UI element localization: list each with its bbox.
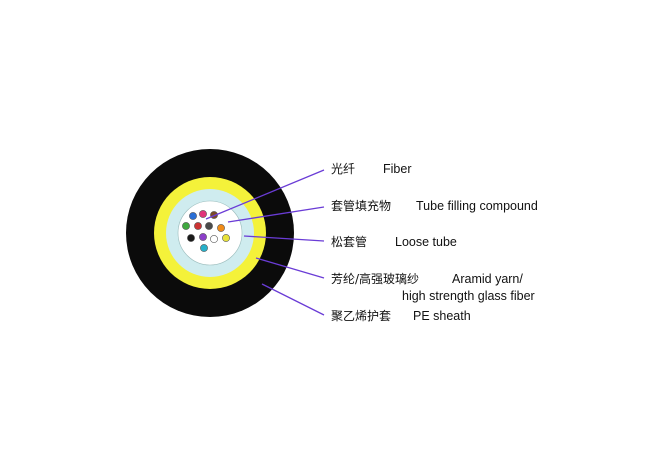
optical-fiber xyxy=(199,210,207,218)
optical-fiber xyxy=(187,234,195,242)
leader-sheath xyxy=(261,283,325,316)
optical-fiber xyxy=(205,222,213,230)
optical-fiber xyxy=(189,212,197,220)
label-tube-en: Loose tube xyxy=(395,235,457,249)
optical-fiber xyxy=(199,233,207,241)
label-filling-zh: 套管填充物 xyxy=(331,199,392,213)
label-sheath-en: PE sheath xyxy=(413,309,471,323)
label-filling-en: Tube filling compound xyxy=(416,199,538,213)
optical-fiber xyxy=(217,224,225,232)
label-aramid-en: Aramid yarn/ xyxy=(452,272,523,286)
leader-aramid xyxy=(255,257,325,279)
leader-filling xyxy=(227,206,325,223)
label-aramid-zh: 芳纶/高强玻璃纱 xyxy=(331,272,420,286)
label-aramid-en-line2: high strength glass fiber xyxy=(402,289,535,303)
optical-fiber xyxy=(182,222,190,230)
optical-fiber xyxy=(210,235,218,243)
label-fiber-en: Fiber xyxy=(383,162,412,176)
label-tube-zh: 松套管 xyxy=(331,235,368,249)
leader-fiber xyxy=(205,169,325,220)
tube-filling-compound xyxy=(177,200,243,266)
optical-fiber xyxy=(222,234,230,242)
optical-fiber xyxy=(194,222,202,230)
label-fiber-zh: 光纤 xyxy=(331,162,356,176)
optical-fiber xyxy=(200,244,208,252)
label-sheath-zh: 聚乙烯护套 xyxy=(331,309,392,323)
leader-lines xyxy=(205,169,325,316)
leader-tube xyxy=(243,235,325,242)
